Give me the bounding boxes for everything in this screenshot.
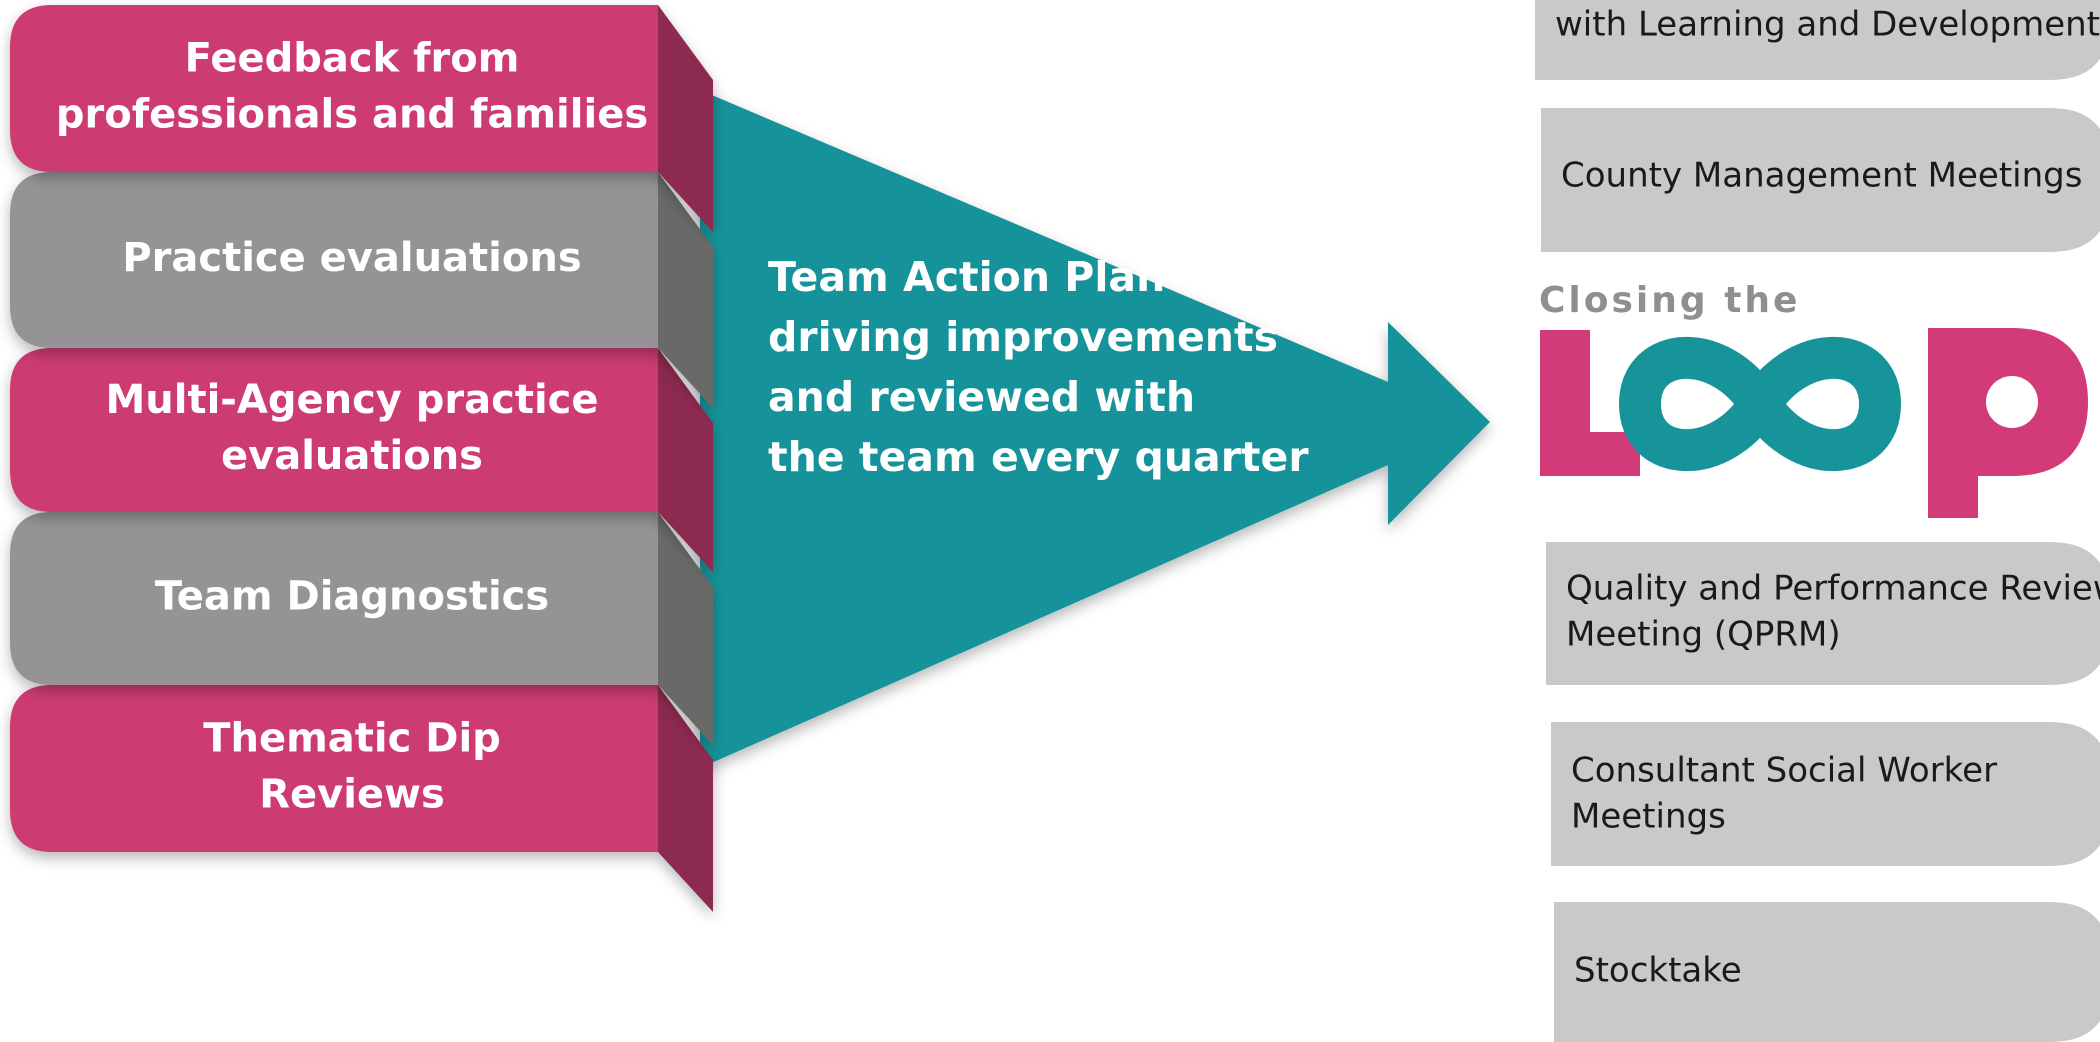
stack-layer-label: professionals and families: [56, 92, 648, 138]
action-plan-line: and reviewed with: [768, 373, 1195, 421]
logo-wordmark-text: LOOP: [1700, 419, 1703, 421]
logo-letter-l: [1540, 330, 1640, 476]
action-plan-arrow-shape: [700, 90, 1490, 768]
review-meeting-label: Meeting (QPRM): [1566, 615, 1841, 655]
action-plan-line: driving improvements: [768, 313, 1278, 361]
logo-letter-p: [1928, 328, 2088, 518]
review-meeting-pill-bg: [1551, 722, 2100, 866]
stack-layer-label: Thematic Dip: [203, 716, 501, 762]
stack-layer-label: Feedback from: [185, 36, 520, 82]
stack-layer-side: [658, 172, 713, 408]
review-meeting-pill-bg: [1535, 0, 2100, 80]
stack-layer-label: Multi-Agency practice: [105, 377, 598, 423]
stack-layer-face: [10, 512, 658, 685]
action-plan-line: Team Action Plan: [768, 253, 1165, 301]
review-meeting-label: Quality and Performance Review: [1566, 569, 2100, 609]
review-meeting-pill-bg: [1546, 542, 2100, 685]
stack-layer: Practice evaluations: [10, 172, 713, 408]
stack-layer-face: [10, 5, 658, 172]
stack-layer-side: [658, 5, 713, 232]
action-plan-line: the team every quarter: [768, 433, 1309, 481]
stack-layer-label: Reviews: [259, 772, 445, 818]
stack-layer-label: Practice evaluations: [122, 235, 581, 281]
review-meeting-pill-bg: [1541, 108, 2100, 252]
stack-layer-side: [658, 685, 713, 912]
stack-layer-label: Team Diagnostics: [155, 574, 549, 620]
logo-infinity-loop: [1619, 336, 1901, 472]
stack-layer-side: [658, 512, 713, 745]
review-meeting-pill: Stocktake: [1554, 902, 2100, 1042]
action-plan-text: Team Action Plan driving improvements and …: [768, 253, 1309, 481]
action-plan-arrow: [700, 90, 1490, 768]
stack-layer-face: [10, 172, 658, 348]
stack-layer-face: [10, 685, 658, 852]
review-meeting-pill: with Learning and Development: [1535, 0, 2100, 80]
stack-layer-label: evaluations: [221, 433, 483, 479]
logo-tagline: Closing the: [1539, 280, 1800, 321]
review-meeting-pill-bg: [1554, 902, 2100, 1042]
review-meeting-pill: County Management Meetings: [1541, 108, 2100, 252]
stack-layer: Feedback from professionals and families: [10, 5, 713, 232]
stack-layer: Multi-Agency practice evaluations: [10, 348, 713, 572]
stack-layer-side: [658, 348, 713, 572]
review-meeting-label: Consultant Social Worker: [1571, 751, 1997, 791]
stack-layer: Team Diagnostics: [10, 512, 713, 745]
review-meeting-label: with Learning and Development: [1555, 5, 2100, 45]
stack-layer-face: [10, 348, 658, 512]
review-meeting-label: County Management Meetings: [1561, 156, 2082, 196]
review-meeting-label: Meetings: [1571, 797, 1726, 837]
review-meeting-label: Stocktake: [1574, 951, 1742, 991]
